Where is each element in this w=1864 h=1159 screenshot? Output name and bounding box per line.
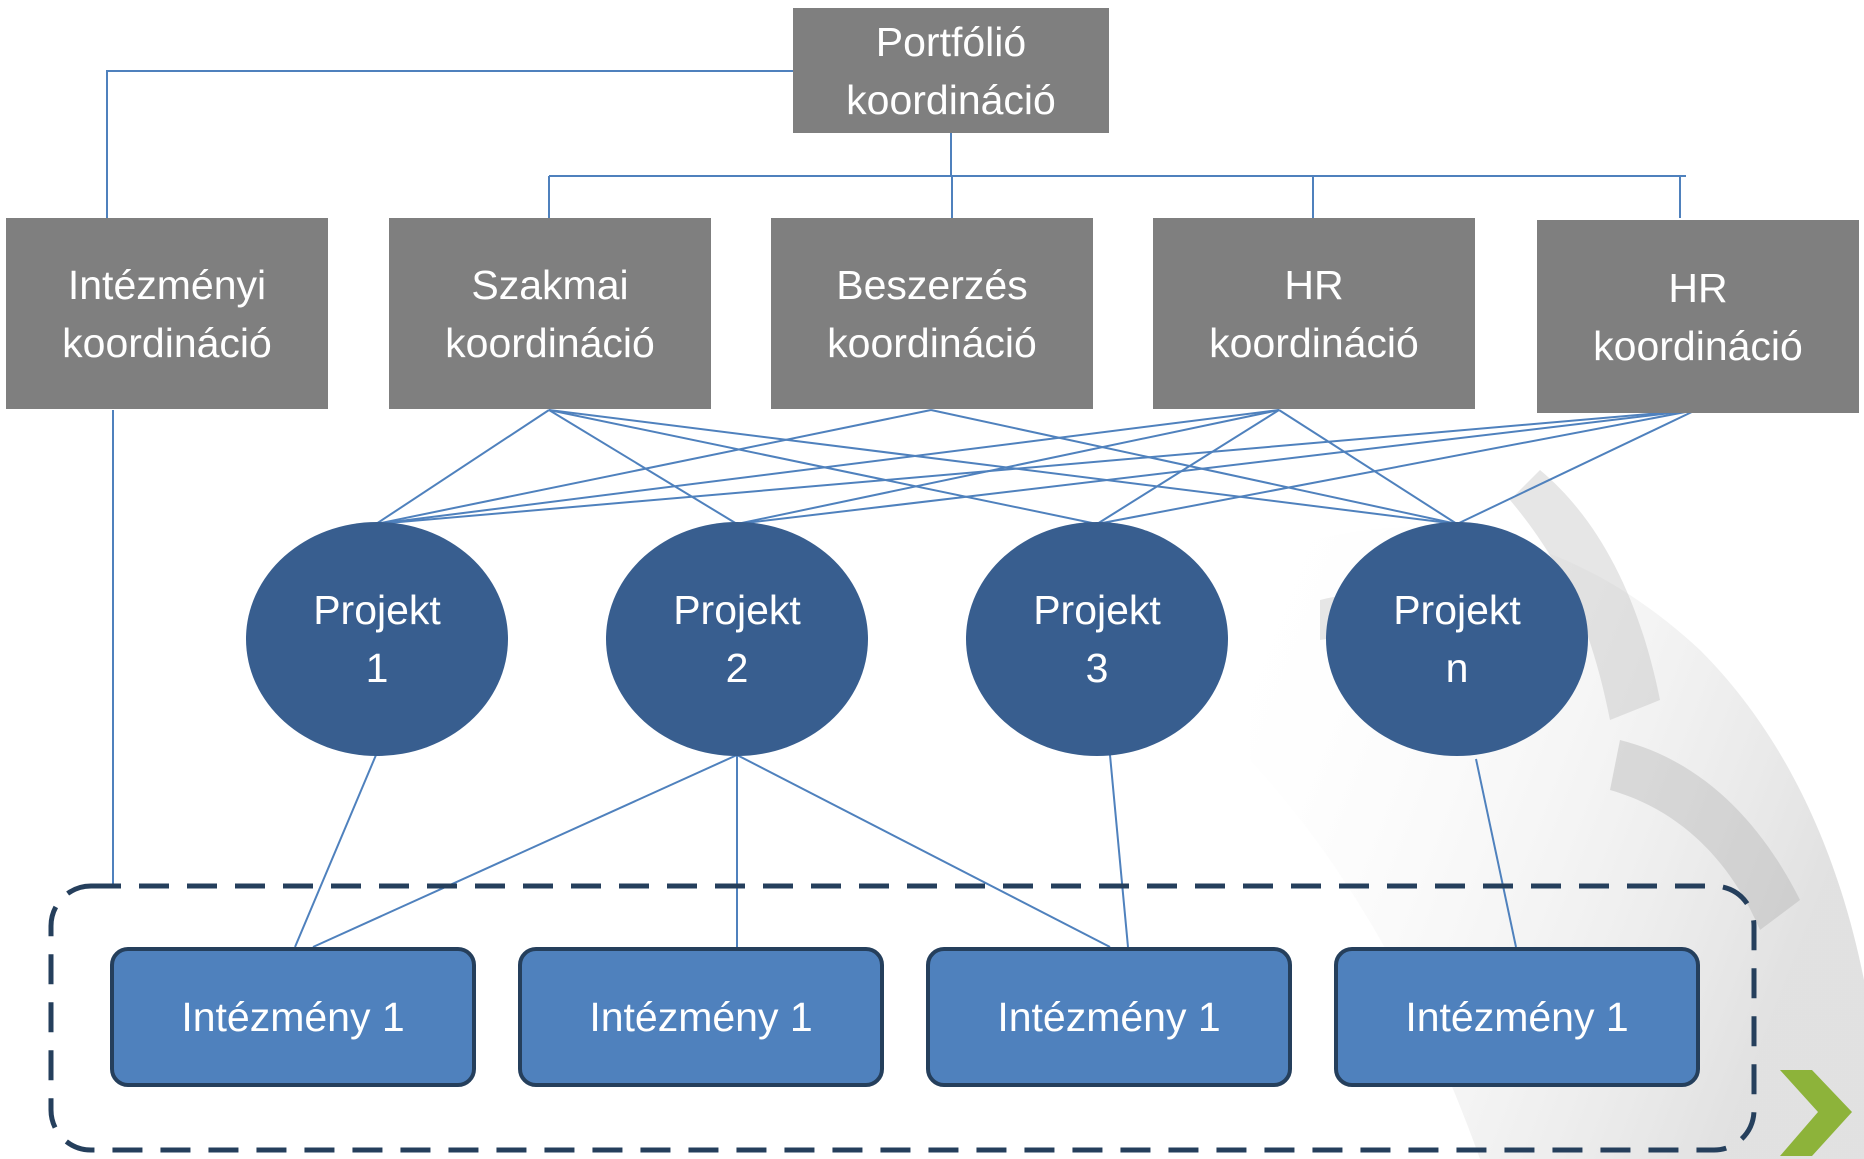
project-label-n: Projekt n — [1393, 587, 1521, 691]
hr-coordination-label-1: HR koordináció — [1209, 261, 1419, 366]
link-hr2-p1 — [375, 409, 1697, 525]
link-szakmai-p2 — [548, 409, 738, 525]
connector-portfolio-to-institutional — [106, 70, 793, 218]
project-label-1: Projekt 1 — [313, 587, 441, 691]
institution-label-4: Intézmény 1 — [1405, 993, 1629, 1040]
link-beszerzes-pn — [930, 409, 1458, 525]
project-node-n: Projekt n — [1326, 522, 1588, 756]
link-hr1-p1 — [375, 409, 1280, 525]
link-hr2-p3 — [1096, 409, 1697, 525]
hr-coordination-box-2: HR koordináció — [1537, 220, 1859, 413]
portfolio-coordination-box: Portfólió koordináció — [793, 8, 1109, 133]
link-hr2-pn — [1456, 409, 1697, 525]
procurement-coordination-box: Beszerzés koordináció — [771, 218, 1093, 409]
institution-group-border — [48, 883, 1757, 1153]
institutional-coordination-box: Intézményi koordináció — [6, 218, 328, 409]
project-node-1: Projekt 1 — [246, 522, 508, 756]
institutional-coordination-label: Intézményi koordináció — [62, 261, 272, 366]
link-szakmai-pn — [548, 409, 1458, 525]
institution-box-3: Intézmény 1 — [926, 947, 1292, 1087]
link-beszerzes-p1 — [375, 409, 932, 525]
link-p3-i3 — [1109, 754, 1129, 948]
hr-coordination-box-1: HR koordináció — [1153, 218, 1475, 409]
project-label-3: Projekt 3 — [1033, 587, 1161, 691]
professional-coordination-box: Szakmai koordináció — [389, 218, 711, 409]
institution-box-2: Intézmény 1 — [518, 947, 884, 1087]
link-p1-i1 — [294, 754, 377, 948]
link-hr2-p2 — [736, 409, 1697, 525]
chevron-right-icon[interactable] — [1768, 1056, 1864, 1159]
professional-coordination-label: Szakmai koordináció — [445, 261, 655, 366]
institution-label-1: Intézmény 1 — [181, 993, 405, 1040]
link-p2-i1 — [312, 754, 738, 948]
portfolio-coordination-label: Portfólió koordináció — [846, 18, 1056, 123]
project-node-2: Projekt 2 — [606, 522, 868, 756]
link-hr1-pn — [1278, 409, 1458, 525]
institution-box-1: Intézmény 1 — [110, 947, 476, 1087]
hr-coordination-label-2: HR koordináció — [1593, 264, 1803, 369]
institution-label-3: Intézmény 1 — [997, 993, 1221, 1040]
institution-box-4: Intézmény 1 — [1334, 947, 1700, 1087]
link-szakmai-p1 — [375, 409, 550, 525]
project-node-3: Projekt 3 — [966, 522, 1228, 756]
link-hr1-p3 — [1096, 409, 1280, 525]
project-label-2: Projekt 2 — [673, 587, 801, 691]
institution-label-2: Intézmény 1 — [589, 993, 813, 1040]
link-pn-i4 — [1475, 758, 1517, 948]
link-hr1-p2 — [736, 409, 1280, 525]
link-p2-i3 — [736, 754, 1111, 948]
procurement-coordination-label: Beszerzés koordináció — [827, 261, 1037, 366]
